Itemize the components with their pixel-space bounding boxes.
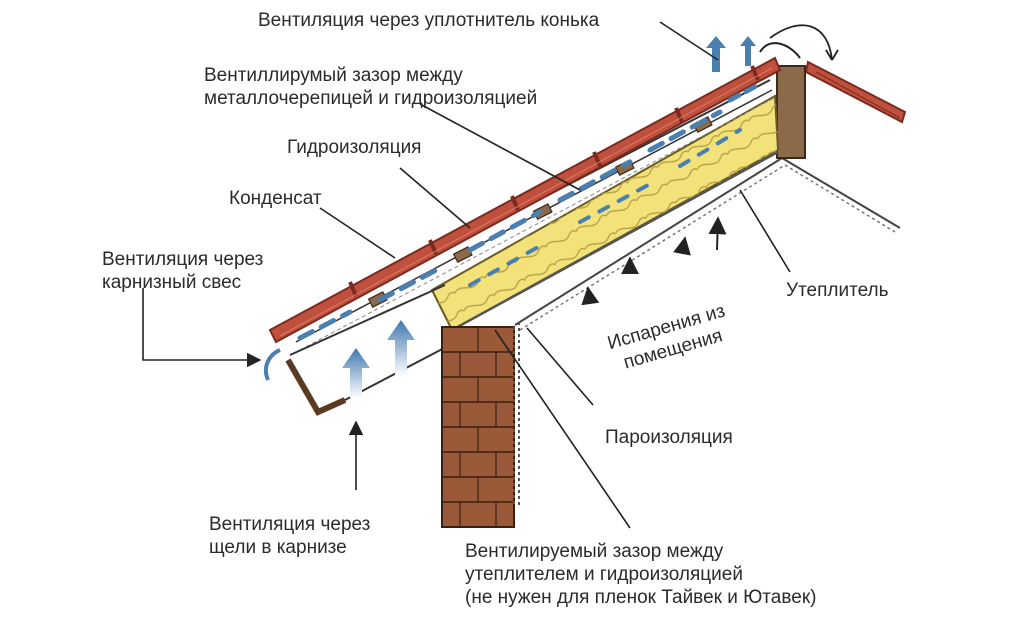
label-condensate: Конденсат <box>229 188 322 209</box>
vapor-barrier-line <box>451 150 779 332</box>
ridge-right-slope <box>804 60 907 124</box>
label-ridge-vent: Вентиляция через уплотнитель конька <box>258 10 600 31</box>
label-eave-vent: Вентиляция через карнизный свес <box>102 249 264 293</box>
label-waterproofing: Гидроизоляция <box>287 137 422 158</box>
ridge-vent-arrows <box>706 36 756 72</box>
evaporation-arrows <box>581 216 727 306</box>
airflow-gap-lower <box>468 128 742 287</box>
eave-inflow-arrows <box>263 320 415 398</box>
label-insulation: Утеплитель <box>786 280 889 301</box>
metal-tile-roofing <box>268 56 782 344</box>
brick-wall <box>441 322 520 528</box>
label-insulation-gap: Вентилируемый зазор между утеплителем и … <box>465 541 817 608</box>
label-vapor-barrier: Пароизоляция <box>605 427 733 448</box>
airflow-gap <box>297 81 763 341</box>
ridge-beam <box>776 65 806 159</box>
leader-lines <box>142 21 791 529</box>
label-slot-vent: Вентиляция через щели в карнизе <box>209 514 371 558</box>
label-tile-gap: Вентиллирумый зазор между металлочерепиц… <box>204 65 538 109</box>
ridge-seal <box>759 24 839 61</box>
